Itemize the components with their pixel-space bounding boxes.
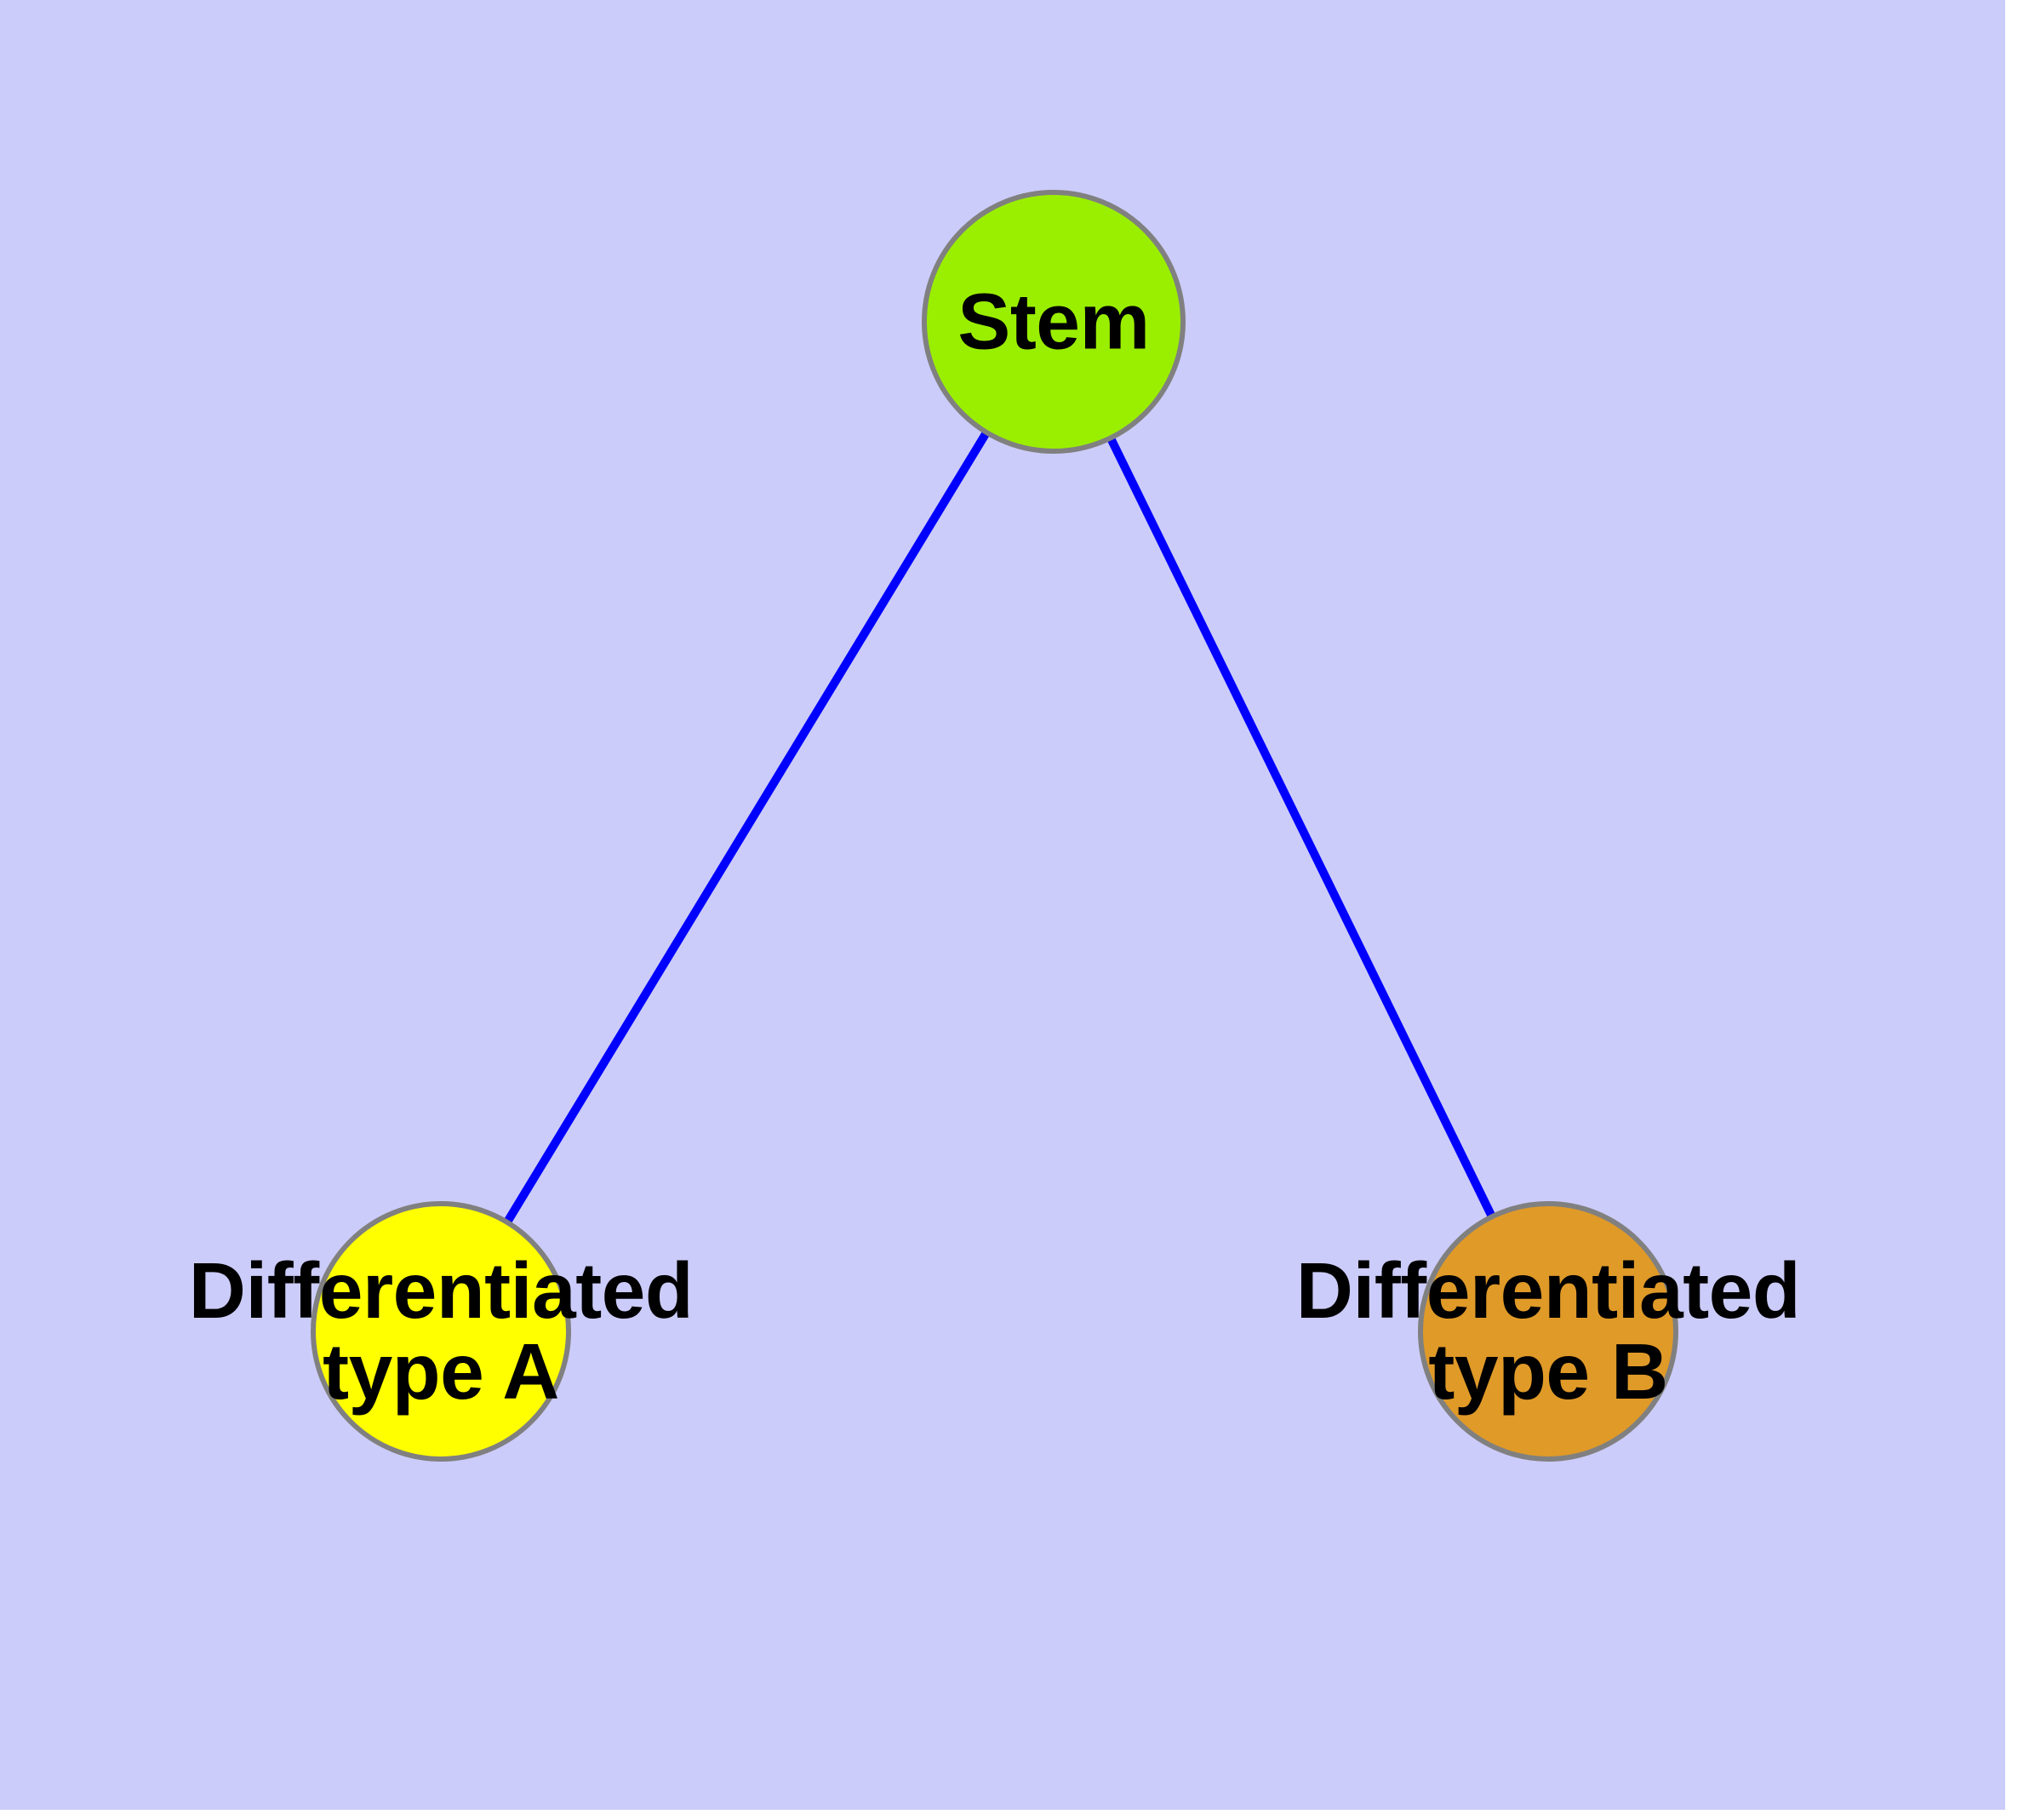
node-layer (311, 190, 1678, 1462)
edge-layer (437, 319, 1552, 1334)
graph-edge[interactable] (1049, 319, 1552, 1334)
graph-node-diff_b[interactable] (1418, 1201, 1678, 1462)
graph-node-diff_a[interactable] (311, 1201, 571, 1462)
graph-node-stem[interactable] (922, 190, 1186, 454)
graph-edge[interactable] (437, 319, 1058, 1334)
